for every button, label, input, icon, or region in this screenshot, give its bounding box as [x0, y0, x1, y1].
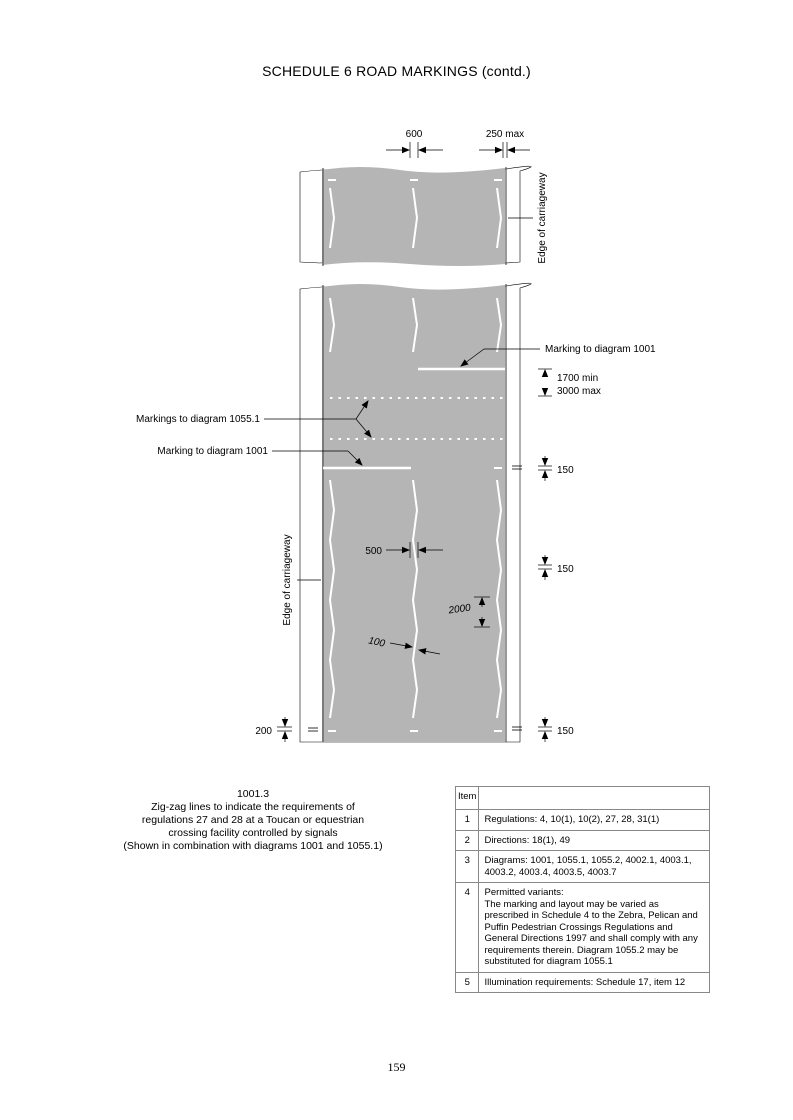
table-item-number: 4 — [454, 882, 480, 973]
dim-600-label: 600 — [406, 129, 423, 140]
caption-line: crossing facility controlled by signals — [168, 827, 338, 839]
table-item-number: 1 — [454, 809, 480, 831]
caption-line: Zig-zag lines to indicate the requiremen… — [151, 801, 355, 813]
dim-150-a-label: 150 — [557, 465, 574, 476]
page-number: 159 — [387, 1060, 406, 1074]
caption-line: regulations 27 and 28 at a Toucan or equ… — [141, 814, 365, 826]
dim-250-max-label: 250 max — [486, 129, 524, 140]
table-item-text: Permitted variants: The marking and layo… — [478, 882, 710, 973]
dim-150-c-label: 150 — [557, 726, 574, 737]
table-item-number: 5 — [454, 971, 480, 993]
table-item-text: Diagrams: 1001, 1055.1, 1055.2, 4002.1, … — [478, 850, 710, 883]
items-table: Item 1 Regulations: 4, 10(1), 10(2), 27,… — [454, 786, 710, 993]
table-item-text-body: The marking and layout may be varied as … — [484, 898, 698, 968]
dim-200-label: 200 — [255, 726, 272, 737]
table-row: 2 Directions: 18(1), 49 — [454, 829, 710, 851]
table-item-text: Illumination requirements: Schedule 17, … — [478, 971, 710, 993]
edge-of-carriageway-right-label: Edge of carriageway — [537, 172, 548, 263]
table-header-row: Item — [454, 786, 710, 810]
table-item-number: 2 — [454, 829, 480, 851]
dim-2000-label: 2000 — [447, 602, 472, 616]
table-item-text: Regulations: 4, 10(1), 10(2), 27, 28, 31… — [478, 809, 710, 831]
dim-100-label: 100 — [367, 635, 386, 649]
marking-1001-right-label: Marking to diagram 1001 — [545, 344, 656, 355]
page-title: SCHEDULE 6 ROAD MARKINGS (contd.) — [262, 63, 531, 79]
table-row: 5 Illumination requirements: Schedule 17… — [454, 971, 710, 993]
caption-line: (Shown in combination with diagrams 1001… — [123, 840, 383, 852]
marking-1001-left-label: Marking to diagram 1001 — [157, 446, 268, 457]
dimension-lines — [264, 142, 552, 742]
dim-3000-max-label: 3000 max — [557, 386, 601, 397]
dim-500-label: 500 — [365, 546, 382, 557]
dim-1700-min-label: 1700 min — [557, 373, 598, 384]
table-header-item: Item — [454, 786, 480, 810]
table-header-blank — [478, 786, 710, 810]
dim-150-b-label: 150 — [557, 564, 574, 575]
diagram-number: 1001.3 — [236, 788, 270, 800]
table-item-number: 3 — [454, 850, 480, 883]
markings-1055-label: Markings to diagram 1055.1 — [136, 414, 260, 425]
diagram-caption: 1001.3 Zig-zag lines to indicate the req… — [86, 788, 420, 853]
table-row: 1 Regulations: 4, 10(1), 10(2), 27, 28, … — [454, 809, 710, 831]
table-item-text: Directions: 18(1), 49 — [478, 829, 710, 851]
table-row: 3 Diagrams: 1001, 1055.1, 1055.2, 4002.1… — [454, 850, 710, 883]
road-marking-diagram: 600 250 max Edge of carriageway Marking … — [136, 129, 656, 743]
table-row: 4 Permitted variants: The marking and la… — [454, 882, 710, 973]
road-section-top — [299, 165, 532, 266]
road-section-main — [299, 282, 532, 743]
table-item-text-heading: Permitted variants: — [484, 887, 564, 898]
edge-of-carriageway-left-label: Edge of carriageway — [282, 534, 293, 625]
